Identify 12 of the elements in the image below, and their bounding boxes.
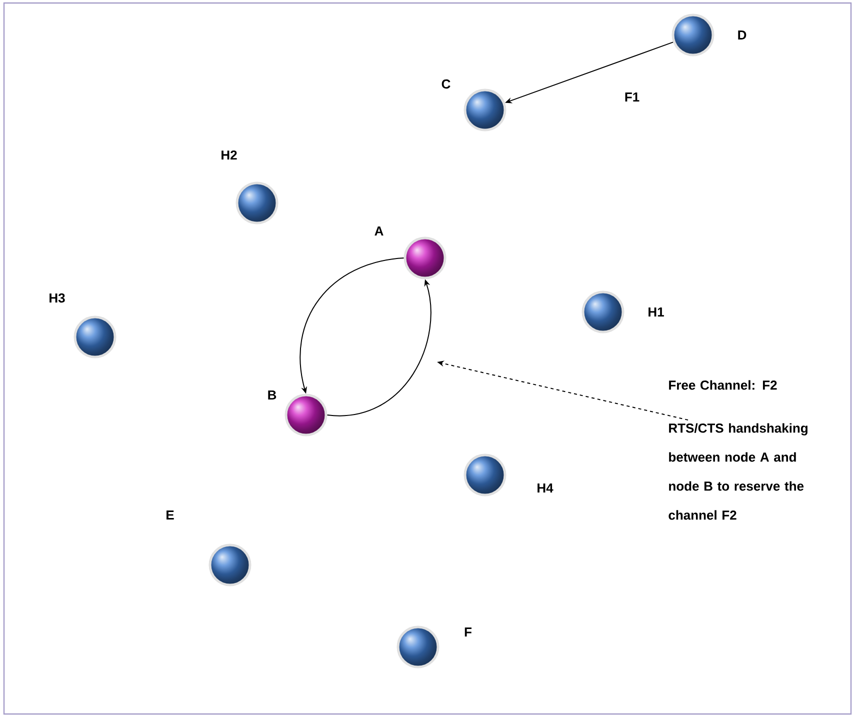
node-label: H1 [648, 308, 664, 316]
node-label: C [442, 79, 450, 89]
node-label: D [738, 30, 746, 40]
node-label: H4 [538, 484, 554, 492]
annotation-text: Free Channel: F2 RTS/CTS handshaking between node A and node B to reserve the channel F2 [668, 380, 808, 520]
node-label: H2 [222, 150, 237, 160]
node-label: A [374, 226, 384, 236]
node-label: F [464, 628, 472, 636]
node-label: H3 [50, 293, 65, 303]
channel-label: F1 [625, 92, 640, 102]
node-label: E [166, 510, 174, 520]
node-label: B [268, 390, 276, 400]
